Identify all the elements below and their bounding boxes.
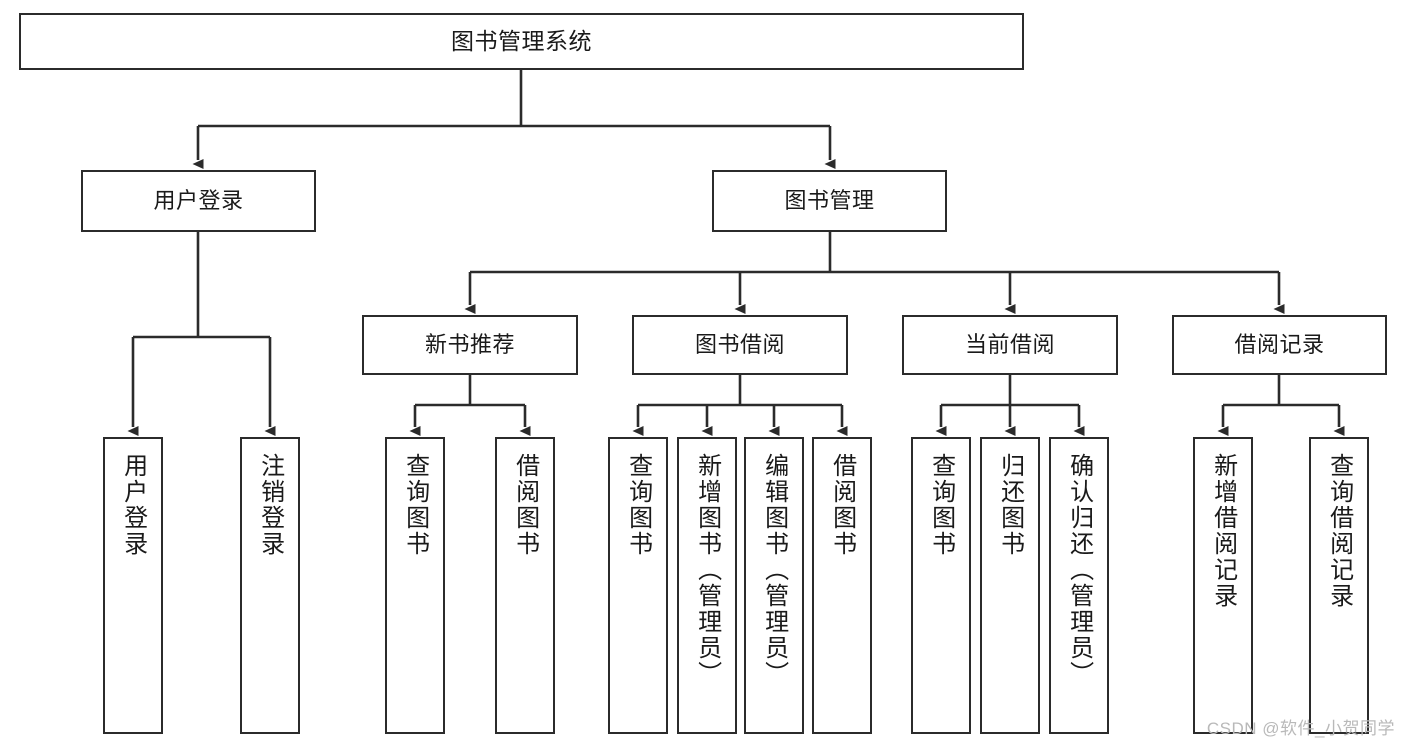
leaf-query-book-3-label: 查询图书 bbox=[927, 453, 955, 557]
leaf-add-book-label: 新增图书（管理员） bbox=[693, 453, 721, 687]
leaf-add-book[interactable]: 新增图书（管理员） bbox=[677, 437, 737, 734]
leaf-query-book-2-label: 查询图书 bbox=[624, 453, 652, 557]
leaf-add-record-label: 新增借阅记录 bbox=[1209, 453, 1237, 609]
leaf-borrow-book-1[interactable]: 借阅图书 bbox=[495, 437, 555, 734]
leaf-confirm-return[interactable]: 确认归还（管理员） bbox=[1049, 437, 1109, 734]
leaf-user-login-label: 用户登录 bbox=[119, 453, 147, 557]
leaf-query-record[interactable]: 查询借阅记录 bbox=[1309, 437, 1369, 734]
leaf-return-book[interactable]: 归还图书 bbox=[980, 437, 1040, 734]
leaf-query-record-label: 查询借阅记录 bbox=[1325, 453, 1353, 609]
leaf-confirm-return-label: 确认归还（管理员） bbox=[1065, 453, 1093, 687]
node-book-manage[interactable]: 图书管理 bbox=[712, 170, 947, 232]
node-user-login[interactable]: 用户登录 bbox=[81, 170, 316, 232]
leaf-query-book-3[interactable]: 查询图书 bbox=[911, 437, 971, 734]
leaf-query-book-2[interactable]: 查询图书 bbox=[608, 437, 668, 734]
node-user-login-label: 用户登录 bbox=[153, 188, 244, 214]
node-root-system[interactable]: 图书管理系统 bbox=[19, 13, 1024, 70]
leaf-borrow-book-1-label: 借阅图书 bbox=[511, 453, 539, 557]
leaf-borrow-book-2[interactable]: 借阅图书 bbox=[812, 437, 872, 734]
leaf-edit-book[interactable]: 编辑图书（管理员） bbox=[744, 437, 804, 734]
node-book-manage-label: 图书管理 bbox=[784, 188, 875, 214]
leaf-query-book-1[interactable]: 查询图书 bbox=[385, 437, 445, 734]
node-new-book-recommend-label: 新书推荐 bbox=[424, 332, 515, 358]
node-borrow-record-label: 借阅记录 bbox=[1234, 332, 1325, 358]
leaf-borrow-book-2-label: 借阅图书 bbox=[828, 453, 856, 557]
node-book-borrow[interactable]: 图书借阅 bbox=[632, 315, 848, 375]
leaf-query-book-1-label: 查询图书 bbox=[401, 453, 429, 557]
node-new-book-recommend[interactable]: 新书推荐 bbox=[362, 315, 578, 375]
leaf-add-record[interactable]: 新增借阅记录 bbox=[1193, 437, 1253, 734]
leaf-return-book-label: 归还图书 bbox=[996, 453, 1024, 557]
node-root-system-label: 图书管理系统 bbox=[451, 27, 592, 54]
leaf-logout[interactable]: 注销登录 bbox=[240, 437, 300, 734]
node-book-borrow-label: 图书借阅 bbox=[694, 332, 785, 358]
node-current-borrow-label: 当前借阅 bbox=[964, 332, 1055, 358]
node-borrow-record[interactable]: 借阅记录 bbox=[1172, 315, 1387, 375]
leaf-edit-book-label: 编辑图书（管理员） bbox=[760, 453, 788, 687]
leaf-user-login[interactable]: 用户登录 bbox=[103, 437, 163, 734]
leaf-logout-label: 注销登录 bbox=[256, 453, 284, 557]
node-current-borrow[interactable]: 当前借阅 bbox=[902, 315, 1118, 375]
csdn-watermark: CSDN @软件_小贺同学 bbox=[1206, 719, 1395, 738]
